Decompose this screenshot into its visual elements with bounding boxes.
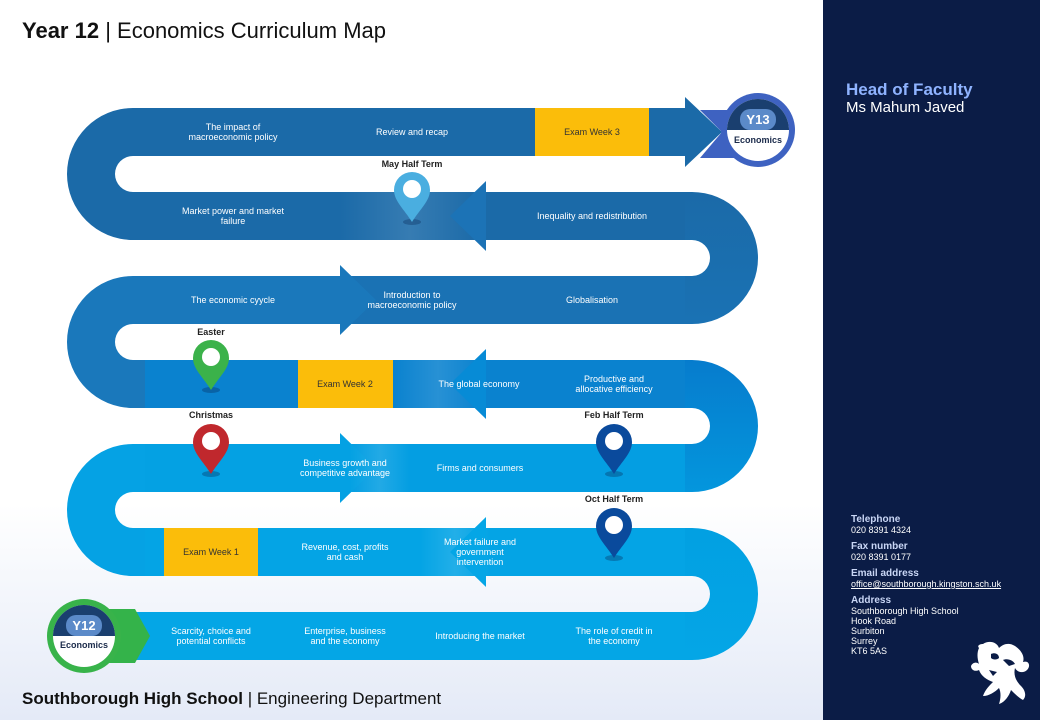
topic-economic-cycle: The economic cyycle [191,295,275,305]
address-line: Surrey [851,636,878,646]
badge-y13-subject: Economics [734,135,782,145]
year-label: Year 12 [22,18,100,43]
badge-y13-year: Y13 [746,112,769,127]
fax-label: Fax number [851,541,908,552]
pin-feb-half-term: Feb Half Term [584,410,644,477]
arrow-row-3 [145,265,376,335]
pin-label-christmas: Christmas [189,410,233,420]
roadmap-diagram: Y12 Economics Y13 Economics The impact o… [47,93,795,673]
pin-christmas: Christmas [189,410,233,477]
address-line: Surbiton [851,626,885,636]
bend-left-1 [67,108,145,240]
arrow-row-6 [450,517,486,587]
email-link[interactable]: office@southborough.kingston.sch.uk [851,579,1002,589]
topic-exam-week-2: Exam Week 2 [317,379,373,389]
pin-label-oct-half-term: Oct Half Term [585,494,643,504]
bend-right-3 [680,528,758,660]
topic-exam-week-3: Exam Week 3 [564,127,620,137]
pin-label-easter: Easter [197,327,225,337]
page-footer: Southborough High School | Engineering D… [22,689,441,709]
page-title: Year 12 | Economics Curriculum Map [22,18,386,44]
arrow-row-2 [450,181,486,251]
address-line: Southborough High School [851,606,959,616]
head-of-faculty-name: Ms Mahum Javed [846,99,965,116]
contact-details: Telephone 020 8391 4324 Fax number 020 8… [851,508,1036,656]
telephone-value: 020 8391 4324 [851,525,912,535]
bend-left-3 [67,444,145,576]
topic-firms-consumers: Firms and consumers [437,463,524,473]
band-row-5-shine [350,444,410,492]
exam-week-3-block [535,108,649,156]
pin-label-feb-half-term: Feb Half Term [584,410,643,420]
topic-inequality: Inequality and redistribution [537,211,647,221]
topic-introducing-market: Introducing the market [435,631,525,641]
arrow-row-4 [450,349,486,419]
info-sidebar: Head of Faculty Ms Mahum Javed Telephone… [823,0,1040,720]
arrow-row-1 [649,97,722,167]
topic-globalisation: Globalisation [566,295,618,305]
head-of-faculty-title: Head of Faculty [846,80,973,99]
badge-y13: Y13 Economics [721,93,795,167]
title-separator: | [99,18,118,43]
email-label: Email address [851,568,919,579]
address-block: Southborough High School Hook Road Surbi… [851,606,1036,656]
address-label: Address [851,595,892,606]
pin-oct-half-term: Oct Half Term [585,494,643,561]
footer-department: Engineering Department [256,689,442,708]
badge-y12-year: Y12 [72,618,95,633]
footer-school: Southborough High School [22,689,243,708]
exam-week-2-block [298,360,393,408]
telephone-label: Telephone [851,514,901,525]
footer-separator: | [242,689,257,708]
bend-right-2 [680,360,758,492]
pin-easter: Easter [193,327,229,393]
pin-may-half-term: May Half Term [382,159,443,225]
topic-global-economy: The global economy [438,379,520,389]
pin-label-may-half-term: May Half Term [382,159,443,169]
badge-y12-subject: Economics [60,640,108,650]
griffin-logo-icon [971,641,1030,704]
badge-y12: Y12 Economics [47,599,121,673]
exam-week-1-block [164,528,258,576]
bend-left-2 [67,276,145,408]
fax-value: 020 8391 0177 [851,552,912,562]
title-text: Economics Curriculum Map [117,18,386,43]
address-line: KT6 5AS [851,646,888,656]
bend-right-1 [680,192,758,324]
address-line: Hook Road [851,616,897,626]
topic-review-recap: Review and recap [376,127,448,137]
topic-exam-week-1: Exam Week 1 [183,547,239,557]
band-row-7 [135,612,685,660]
